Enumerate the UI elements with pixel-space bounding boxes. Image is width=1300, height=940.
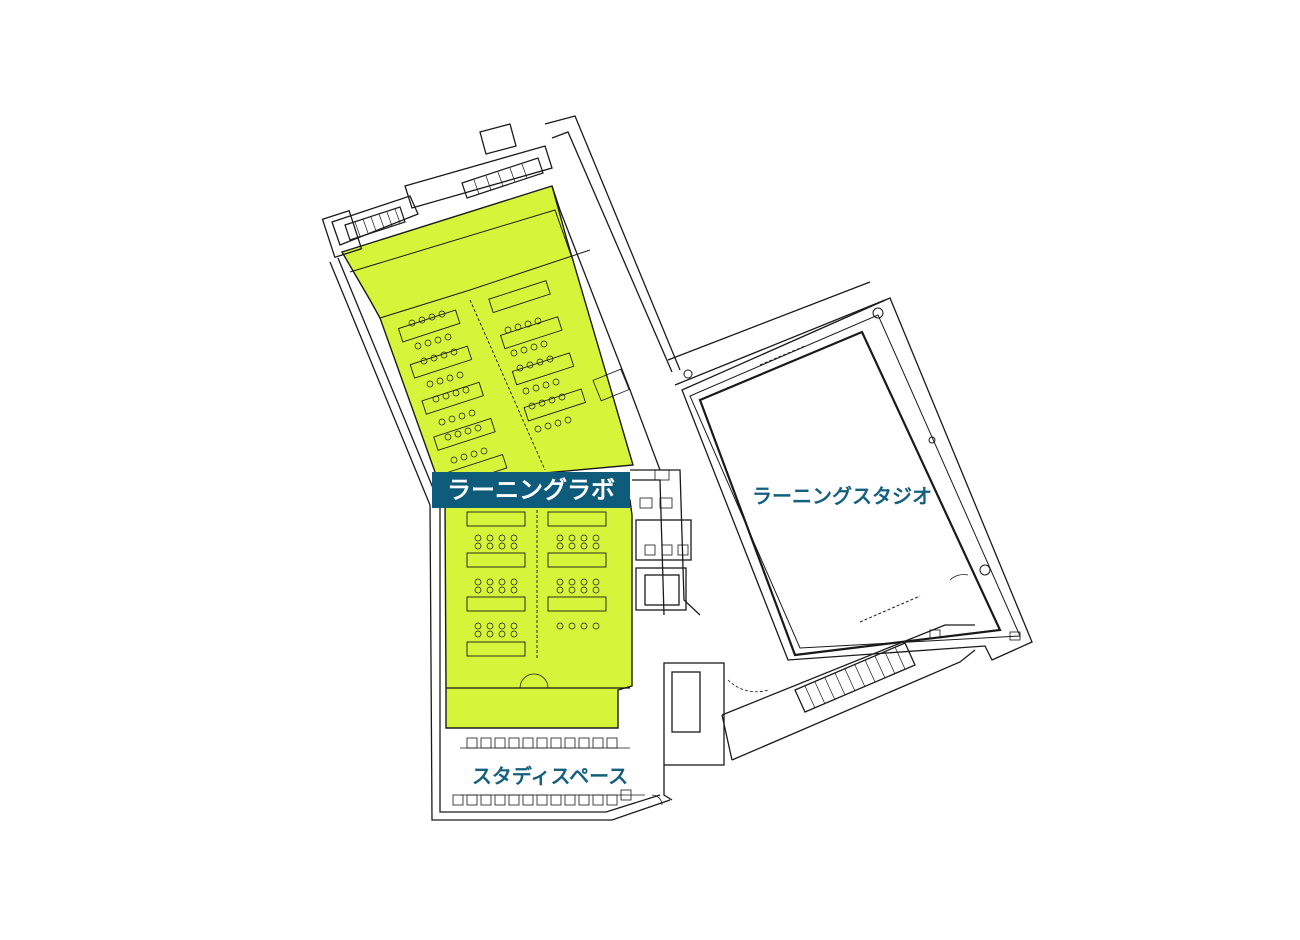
studio-floor-boundary: [698, 330, 1002, 657]
building-walls: [321, 115, 976, 821]
learning-studio-room[interactable]: [681, 297, 1033, 693]
restroom-core: [592, 368, 689, 556]
learning-lab-label-text: ラーニングラボ: [447, 476, 615, 504]
learning-lab-lower-area: [444, 499, 633, 729]
study-space-label: スタディスペース: [472, 764, 628, 788]
learning-lab-label: ラーニングラボ: [432, 472, 630, 508]
learning-studio-label: ラーニングスタジオ: [752, 484, 932, 508]
lower-right-stairs: [794, 629, 941, 713]
upper-lab-desks: [349, 209, 591, 488]
learning-lab-room[interactable]: [340, 185, 634, 729]
lower-lab-desks: [446, 505, 630, 689]
study-space-seating: [452, 737, 663, 806]
learning-lab-upper-area: [340, 185, 634, 501]
studio-outer-wall: [681, 297, 1033, 661]
upper-left-stairs: [344, 157, 544, 241]
